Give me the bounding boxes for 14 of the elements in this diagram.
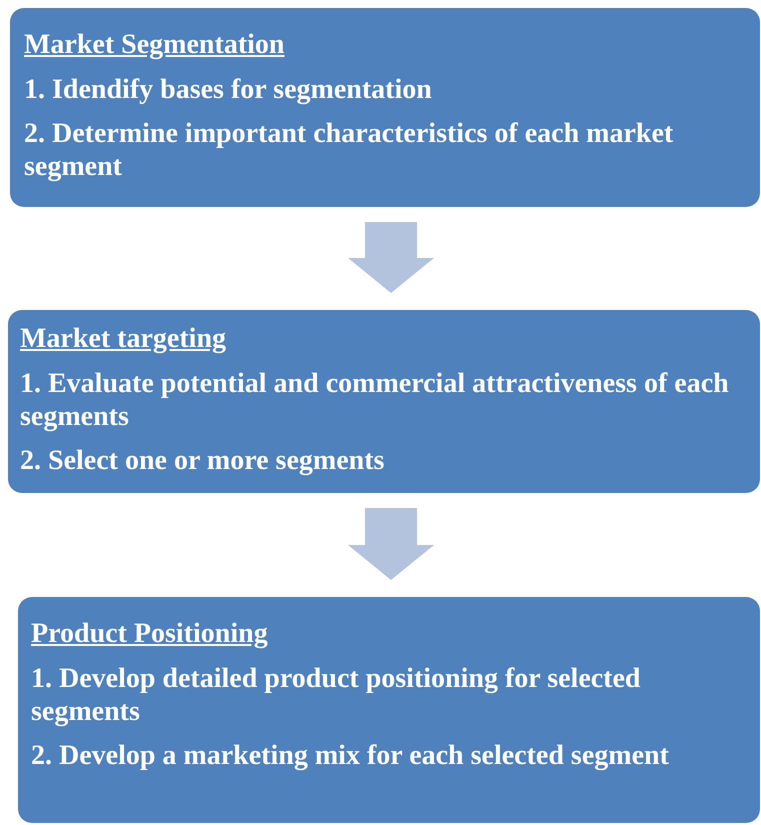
box-heading: Market targeting	[20, 322, 228, 355]
box-heading: Market Segmentation	[24, 28, 286, 61]
step-text: 2. Develop a marketing mix for each selected segment	[31, 739, 670, 772]
step-text: 2. Select one or more segments	[20, 444, 386, 477]
process-box	[8, 310, 760, 493]
process-box	[18, 597, 760, 823]
step-text: 1. Develop detailed product positioning for selected segments	[31, 662, 642, 728]
step-text: 1. Evaluate potential and commercial attractiveness of each segments	[20, 367, 730, 433]
block-arrow	[348, 508, 434, 580]
block-arrow	[348, 222, 434, 293]
step-text: 1. Idendify bases for segmentation	[24, 73, 433, 106]
step-text: 2. Determine important characteristics of each market segment	[24, 117, 674, 183]
process-box	[10, 8, 760, 207]
box-heading: Product Positioning	[31, 617, 269, 650]
